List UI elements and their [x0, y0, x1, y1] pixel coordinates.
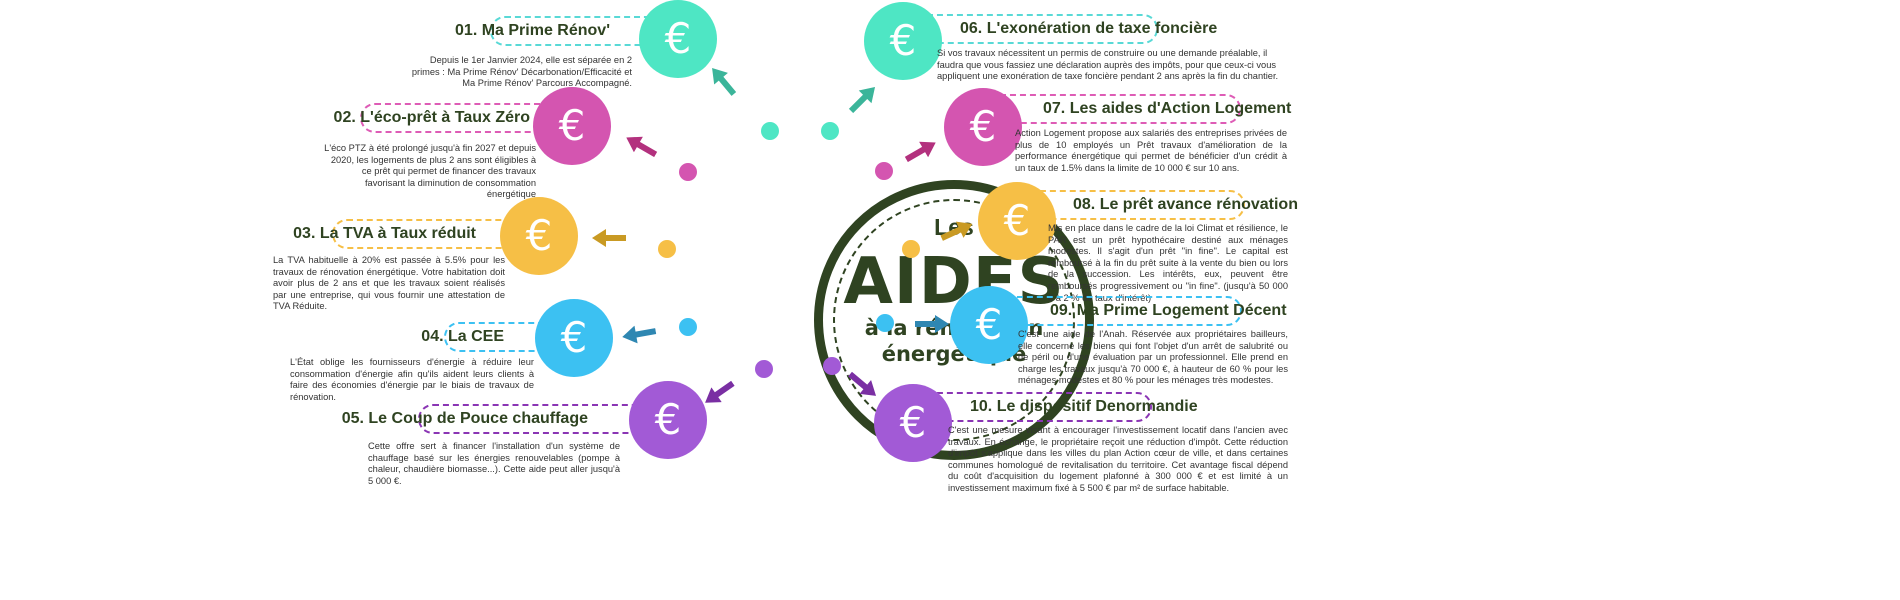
item-07-title: 07. Les aides d'Action Logement	[1043, 100, 1292, 117]
ring-dot-teal-right	[821, 122, 839, 140]
item-03-euro-icon: €	[500, 197, 578, 275]
item-06-title: 06. L'exonération de taxe foncière	[960, 20, 1218, 37]
item-01-description: Depuis le 1er Janvier 2024, elle est sép…	[411, 55, 632, 89]
item-10-description: C'est une mesure visant à encourager l'i…	[948, 425, 1288, 493]
ring-dot-purple-right	[823, 357, 841, 375]
item-09-title-pill: 09. Ma Prime Logement Décent	[992, 296, 1287, 326]
item-04-euro-icon: €	[535, 299, 613, 377]
item-05-arrow-icon	[705, 380, 735, 403]
item-01-euro-icon: €	[639, 0, 717, 78]
item-09-description: C'est une aide de l'Anah. Réservée aux p…	[1018, 329, 1288, 386]
item-08-title: 08. Le prêt avance rénovation	[1073, 196, 1298, 213]
ring-dot-purple-left	[755, 360, 773, 378]
item-04-title: 04. La CEE	[421, 328, 504, 345]
item-02-description: L'éco PTZ à été prolongé jusqu'à fin 202…	[324, 143, 536, 200]
item-06-arrow-icon	[848, 86, 876, 114]
item-06-description: Si vos travaux nécessitent un permis de …	[937, 48, 1279, 82]
item-02-arrow-icon	[626, 136, 658, 158]
item-04-arrow-icon	[622, 325, 657, 344]
center-circle-dashed	[833, 199, 1075, 441]
item-07-euro-icon: €	[944, 88, 1022, 166]
item-02-euro-icon: €	[533, 87, 611, 165]
item-06-euro-icon: €	[864, 2, 942, 80]
item-04-description: L'État oblige les fournisseurs d'énergie…	[290, 357, 534, 402]
item-09-euro-icon: €	[950, 286, 1028, 364]
center-circle-outer	[814, 180, 1094, 460]
item-03-description: La TVA habituelle à 20% est passée à 5.5…	[273, 255, 505, 312]
ring-dot-yellow-left	[658, 240, 676, 258]
ring-dot-teal-left	[761, 122, 779, 140]
item-01-arrow-icon	[712, 67, 737, 96]
ring-dot-blue-right	[876, 314, 894, 332]
item-09-arrow-icon	[915, 315, 949, 333]
item-05-title: 05. Le Coup de Pouce chauffage	[341, 410, 588, 427]
item-07-title-pill: 07. Les aides d'Action Logement	[985, 94, 1291, 124]
center-title-aides: AIDES	[843, 245, 1065, 319]
item-10-arrow-icon	[848, 371, 877, 396]
ring-dot-yellow-right	[902, 240, 920, 258]
item-10-euro-icon: €	[874, 384, 952, 462]
item-03-arrow-icon	[592, 229, 626, 247]
item-05-title-pill: 05. Le Coup de Pouce chauffage	[342, 404, 648, 434]
ring-dot-magenta-left	[679, 163, 697, 181]
item-08-euro-icon: €	[978, 182, 1056, 260]
item-08-description: Mis en place dans le cadre de la loi Cli…	[1048, 223, 1288, 303]
item-02-title: 02. L'éco-prêt à Taux Zéro	[333, 109, 530, 126]
item-07-description: Action Logement propose aux salariés des…	[1015, 128, 1287, 173]
item-07-arrow-icon	[904, 141, 936, 163]
item-03-title: 03. La TVA à Taux réduit	[293, 225, 476, 242]
ring-dot-magenta-right	[875, 162, 893, 180]
ring-dot-blue-left	[679, 318, 697, 336]
item-08-arrow-icon	[940, 221, 973, 241]
item-09-title: 09. Ma Prime Logement Décent	[1050, 302, 1287, 319]
item-01-title: 01. Ma Prime Rénov'	[455, 22, 610, 39]
item-05-description: Cette offre sert à financer l'installati…	[368, 441, 620, 486]
item-05-euro-icon: €	[629, 381, 707, 459]
item-10-title: 10. Le dispositif Denormandie	[970, 398, 1198, 415]
